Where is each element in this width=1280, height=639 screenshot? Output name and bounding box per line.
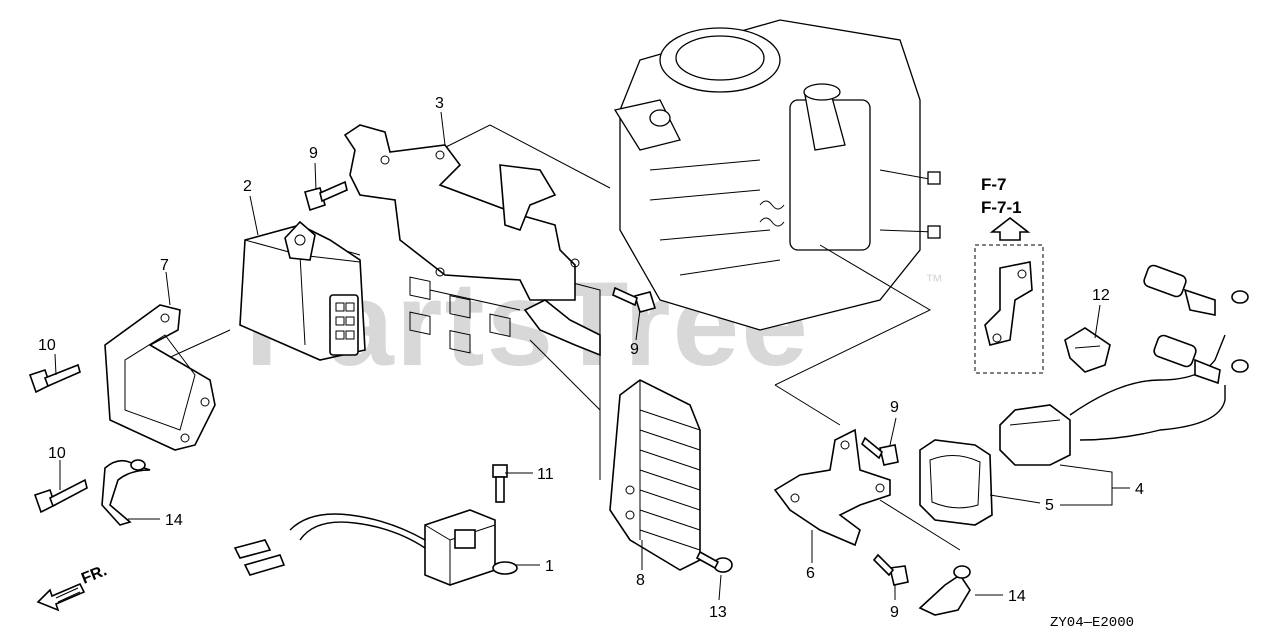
part-ignition-coil-4 [999, 264, 1249, 466]
part-module-2 [239, 220, 366, 361]
trademark-symbol: ™ [925, 271, 943, 291]
callout-13: 13 [709, 604, 727, 621]
callout-12: 12 [1092, 287, 1110, 304]
callout-1: 1 [545, 558, 554, 575]
screw-11 [492, 464, 508, 503]
callout-10-lower: 10 [48, 445, 66, 462]
callout-2: 2 [243, 178, 252, 195]
part-bracket-3 [343, 124, 601, 357]
drawing-code: ZY04—E2000 [1050, 615, 1134, 631]
callout-14-left: 14 [165, 512, 183, 529]
callout-14-right: 14 [1008, 588, 1026, 605]
callout-8: 8 [636, 572, 645, 589]
callout-11: 11 [537, 466, 554, 483]
bolt-9-bottom [872, 553, 909, 586]
part-clip-14-left [101, 459, 151, 526]
callout-5: 5 [1045, 497, 1054, 514]
part-rectifier-8 [609, 379, 701, 571]
part-holder-5 [919, 439, 993, 526]
part-clip-12 [1064, 327, 1111, 373]
bolt-10-upper [28, 363, 81, 394]
callout-9-mid: 9 [630, 341, 639, 358]
screw-13 [695, 550, 733, 573]
callout-6: 6 [806, 565, 815, 582]
callout-3: 3 [435, 95, 444, 112]
callout-9-top: 9 [309, 145, 318, 162]
reference-box [974, 244, 1044, 374]
callout-4: 4 [1135, 481, 1144, 498]
bolt-9-mid [612, 286, 657, 313]
part-plate-7 [104, 304, 216, 451]
engine-block [613, 19, 941, 331]
part-bracket-6 [773, 428, 891, 547]
front-arrow-icon [36, 582, 86, 612]
reference-line2: F-7-1 [981, 198, 1022, 217]
front-direction-label: FR. [79, 562, 109, 587]
callout-leaders [54, 111, 1130, 601]
leader-lines [119, 124, 961, 551]
bolt-9-top [304, 180, 348, 212]
callout-7: 7 [160, 257, 169, 274]
part-coil-1 [233, 509, 518, 586]
bolt-9-right [860, 436, 899, 466]
callout-9-bottom: 9 [890, 604, 899, 621]
bolt-10-lower [33, 478, 88, 514]
callout-9-right: 9 [890, 399, 899, 416]
reference-line1: F-7 [981, 175, 1007, 194]
callout-10-upper: 10 [38, 337, 56, 354]
arrow-up-icon [989, 216, 1031, 241]
part-clip-14-right [918, 565, 971, 616]
